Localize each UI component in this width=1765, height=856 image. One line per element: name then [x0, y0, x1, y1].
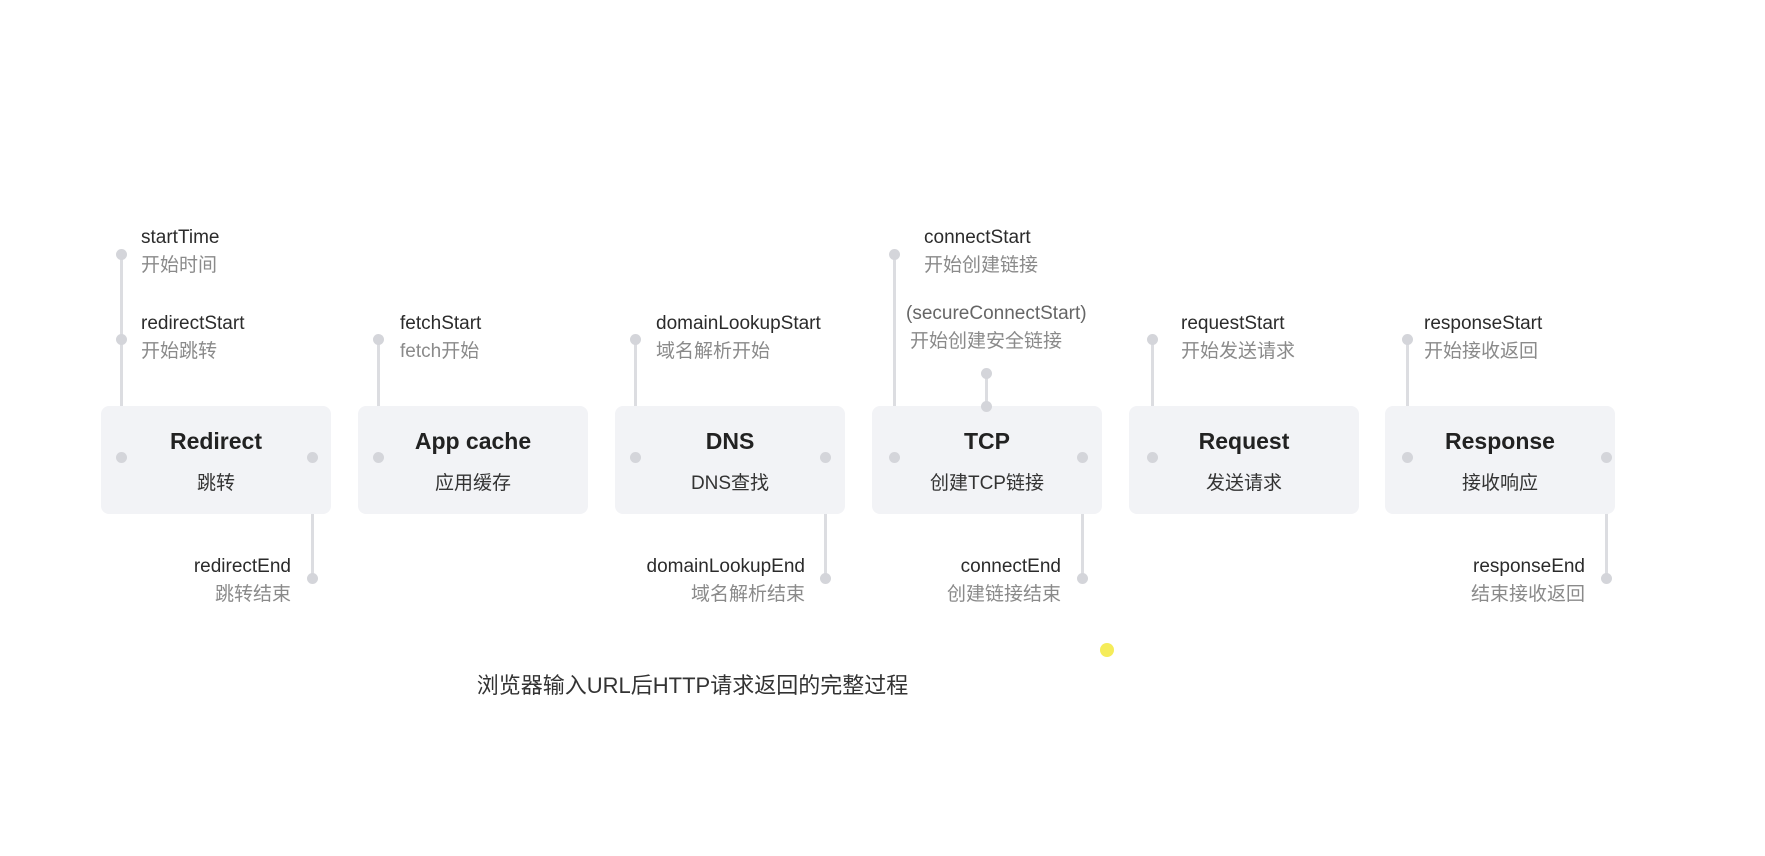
stage-response: Response 接收响应: [1385, 406, 1615, 514]
line-connect-start: [893, 255, 896, 458]
stage-subtitle: 发送请求: [1205, 473, 1282, 494]
dot-dns-box-end: [820, 452, 831, 463]
event-desc: fetch开始: [400, 341, 480, 362]
dot-connect-start: [889, 249, 900, 260]
label-dns-start: domainLookupStart 域名解析开始: [656, 311, 821, 367]
event-desc: 开始跳转: [141, 341, 218, 362]
stage-title: App cache: [414, 428, 532, 454]
event-desc: 开始发送请求: [1181, 341, 1296, 362]
label-dns-end: domainLookupEnd 域名解析结束: [647, 554, 805, 610]
label-redirect-start: redirectStart 开始跳转: [141, 311, 244, 367]
label-connect-end: connectEnd 创建链接结束: [947, 554, 1061, 610]
stage-request: Request 发送请求: [1129, 406, 1359, 514]
event-name: fetchStart: [400, 313, 482, 334]
label-redirect-end: redirectEnd 跳转结束: [194, 554, 291, 610]
line-redirect-end: [311, 457, 314, 579]
line-dns-start: [634, 340, 637, 458]
stage-subtitle: 接收响应: [1461, 473, 1538, 494]
dot-redirect-end: [307, 573, 318, 584]
dot-connect-end: [1077, 573, 1088, 584]
stage-title: DNS: [705, 428, 755, 454]
event-desc: 开始接收返回: [1424, 341, 1539, 362]
label-connect-start: connectStart 开始创建链接: [924, 225, 1038, 281]
event-desc: 开始时间: [141, 255, 218, 276]
event-desc: 结束接收返回: [1470, 584, 1585, 605]
diagram-caption: 浏览器输入URL后HTTP请求返回的完整过程: [476, 673, 909, 698]
event-name: redirectStart: [141, 313, 245, 334]
event-name: (secureConnectStart): [906, 303, 1087, 324]
dot-redirect-box-start: [116, 452, 127, 463]
event-name: requestStart: [1181, 313, 1285, 334]
stage-dns: DNS DNS查找: [615, 406, 845, 514]
event-name: startTime: [141, 227, 220, 248]
event-desc: 域名解析结束: [690, 584, 805, 605]
dot-start-time: [116, 249, 127, 260]
line-response-start: [1406, 340, 1409, 458]
event-name: redirectEnd: [193, 556, 291, 577]
stage-tcp: TCP 创建TCP链接: [872, 406, 1102, 514]
line-request-start: [1151, 340, 1154, 458]
event-desc: 创建链接结束: [946, 584, 1061, 605]
label-request-start: requestStart 开始发送请求: [1181, 311, 1295, 367]
line-dns-end: [824, 457, 827, 579]
label-start-time: startTime 开始时间: [141, 225, 219, 281]
dot-redirect-start: [116, 334, 127, 345]
stage-subtitle: 应用缓存: [434, 473, 511, 494]
dot-tcp-box-end: [1077, 452, 1088, 463]
stage-title: Request: [1198, 428, 1290, 454]
dot-response-box-end: [1601, 452, 1612, 463]
dot-response-end: [1601, 573, 1612, 584]
event-name: responseStart: [1424, 313, 1543, 334]
dot-redirect-box-end: [307, 452, 318, 463]
line-fetch-start: [377, 340, 380, 458]
event-desc: 域名解析开始: [656, 341, 771, 362]
dot-fetch-box: [373, 452, 384, 463]
stage-redirect: Redirect 跳转: [101, 406, 331, 514]
dot-fetch-start: [373, 334, 384, 345]
event-name: connectStart: [924, 227, 1031, 248]
event-name: responseEnd: [1473, 556, 1585, 577]
stage-title: TCP: [964, 428, 1010, 454]
line-redirect-start: [120, 255, 123, 458]
dot-secure-connect-top: [981, 368, 992, 379]
label-fetch-start: fetchStart fetch开始: [400, 311, 481, 367]
stage-subtitle: DNS查找: [690, 473, 770, 494]
dot-request-box: [1147, 452, 1158, 463]
stage-app-cache: App cache 应用缓存: [358, 406, 588, 514]
label-response-start: responseStart 开始接收返回: [1424, 311, 1542, 367]
stage-title: Redirect: [169, 428, 263, 454]
line-secure-connect: [985, 374, 988, 408]
event-name: connectEnd: [960, 556, 1061, 577]
dot-request-start: [1147, 334, 1158, 345]
event-name: domainLookupStart: [656, 313, 821, 334]
dot-dns-start: [630, 334, 641, 345]
stage-title: Response: [1445, 428, 1555, 454]
stage-subtitle: 创建TCP链接: [929, 473, 1044, 494]
label-secure-connect-start: (secureConnectStart) 开始创建安全链接: [906, 301, 1087, 357]
dot-tcp-box-start: [889, 452, 900, 463]
event-name: domainLookupEnd: [646, 556, 805, 577]
cursor-highlight: [1100, 643, 1114, 657]
event-desc: 跳转结束: [214, 584, 291, 605]
dot-dns-box-start: [630, 452, 641, 463]
event-desc: 开始创建链接: [924, 255, 1039, 276]
stage-subtitle: 跳转: [196, 473, 235, 494]
label-response-end: responseEnd 结束接收返回: [1471, 554, 1585, 610]
dot-response-start: [1402, 334, 1413, 345]
dot-secure-connect-bottom: [981, 401, 992, 412]
line-response-end: [1605, 457, 1608, 579]
event-desc: 开始创建安全链接: [909, 331, 1062, 352]
dot-response-box-start: [1402, 452, 1413, 463]
dot-dns-end: [820, 573, 831, 584]
line-connect-end: [1081, 457, 1084, 579]
